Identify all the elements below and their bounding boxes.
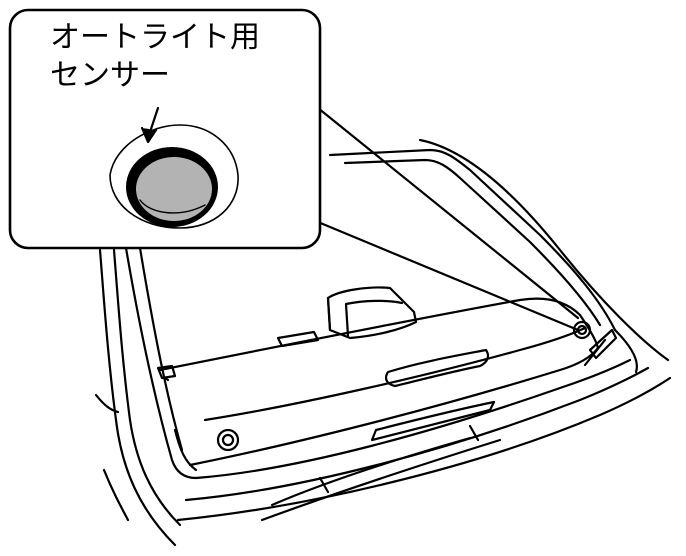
callout-leader	[316, 106, 580, 332]
sensor-closeup	[109, 106, 239, 229]
windshield-frame	[124, 138, 672, 522]
center-console-box	[326, 286, 418, 340]
wiper-blades	[260, 328, 618, 522]
callout-box	[8, 8, 322, 250]
callout-label-line-2: センサー	[50, 58, 170, 93]
dashboard	[156, 297, 600, 472]
callout-label-line-1: オートライト用	[50, 20, 260, 55]
car-body-left	[94, 248, 182, 547]
